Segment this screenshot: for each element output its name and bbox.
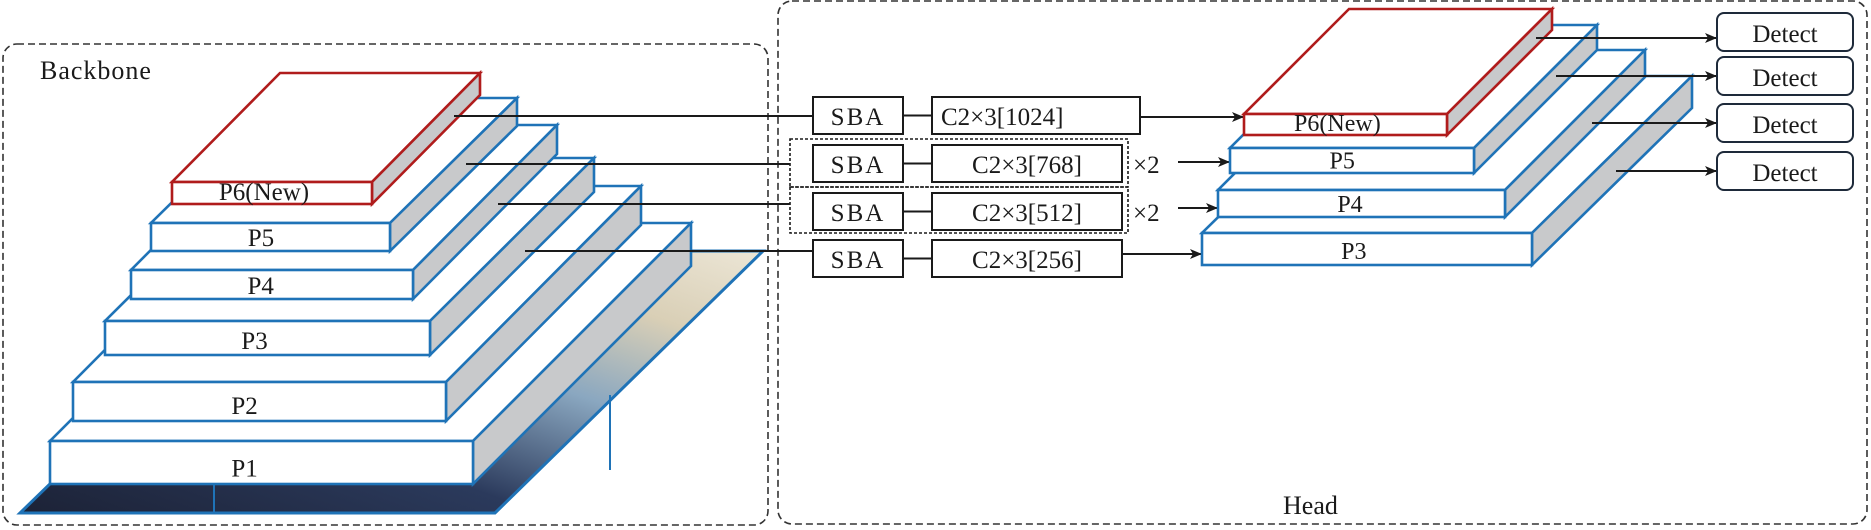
backbone-layers: P1 P2 P3 P4 P5 P6(New) xyxy=(46,69,695,488)
sba-label: SBA xyxy=(831,152,886,179)
head-label: Head xyxy=(1283,491,1338,520)
detect-box xyxy=(1716,56,1854,96)
sba-block xyxy=(812,144,904,183)
neck-row-c2-3-768: SBA C2×3[768] ×2 xyxy=(812,144,1160,183)
backbone-layer-p6-new: P6(New) xyxy=(168,69,484,208)
layer-front-face xyxy=(1242,112,1449,137)
c2-block xyxy=(931,239,1123,278)
c2-block-label: C2×3[1024] xyxy=(941,104,1063,131)
repeat-label: ×2 xyxy=(1133,152,1160,179)
detect-box xyxy=(1716,151,1854,191)
layer-label: P2 xyxy=(231,393,257,420)
layer-front-face xyxy=(71,380,448,423)
c2-block xyxy=(931,96,1141,135)
c2-block-label: C2×3[768] xyxy=(972,152,1082,179)
layer-label: P6(New) xyxy=(1294,111,1381,137)
sba-label: SBA xyxy=(831,200,886,227)
layer-label: P6(New) xyxy=(219,179,309,206)
c2-block xyxy=(931,144,1123,183)
sba-label: SBA xyxy=(831,247,886,274)
detect-head-2: Detect xyxy=(1716,56,1854,96)
layer-label: P3 xyxy=(241,328,267,355)
detect-label: Detect xyxy=(1752,160,1817,187)
detect-head-3: Detect xyxy=(1716,103,1854,143)
c2-block-label: C2×3[256] xyxy=(972,247,1082,274)
neck-row-c2-3-1024: SBA C2×3[1024] xyxy=(812,96,1141,135)
detect-head-1: Detect xyxy=(1716,12,1854,52)
layer-label: P3 xyxy=(1341,239,1366,265)
backbone-section-box xyxy=(2,43,769,526)
layer-front-face xyxy=(48,439,475,486)
layer-label: P5 xyxy=(1330,149,1355,175)
neck-row-c2-3-512: SBA C2×3[512] ×2 xyxy=(812,192,1160,231)
layer-label: P1 xyxy=(231,455,257,482)
detect-arrows xyxy=(1536,33,1717,176)
detect-box xyxy=(1716,12,1854,52)
detect-label: Detect xyxy=(1752,112,1817,139)
layer-label: P4 xyxy=(1337,192,1362,218)
detect-label: Detect xyxy=(1752,21,1817,48)
neck-arrows xyxy=(1122,112,1244,259)
c2-block-label: C2×3[512] xyxy=(972,200,1082,227)
layer-front-face xyxy=(149,221,392,253)
head-layers: P3 P4 P5 P6(New) xyxy=(1198,5,1696,269)
repeat-label: ×2 xyxy=(1133,200,1160,227)
sba-block xyxy=(812,96,904,135)
detect-head-4: Detect xyxy=(1716,151,1854,191)
layer-label: P5 xyxy=(248,225,274,252)
c2-block xyxy=(931,192,1123,231)
layer-front-face xyxy=(103,319,432,357)
layer-front-face xyxy=(1216,188,1507,219)
layer-label: P4 xyxy=(248,273,275,300)
head-layer-p6-new: P6(New) xyxy=(1240,5,1556,139)
layer-front-face xyxy=(1200,231,1534,267)
repeat-group-512 xyxy=(789,186,1129,234)
sba-label: SBA xyxy=(831,104,886,131)
head-section-box xyxy=(777,0,1868,525)
layer-front-face xyxy=(1228,146,1476,175)
layer-front-face xyxy=(129,268,415,301)
detect-box xyxy=(1716,103,1854,143)
layer-front-face xyxy=(170,180,374,206)
repeat-group-768 xyxy=(789,138,1129,188)
backbone-connectors xyxy=(454,115,813,252)
backbone-label: Backbone xyxy=(40,56,152,85)
neck-row-c2-3-256: SBA C2×3[256] xyxy=(812,239,1123,278)
detect-label: Detect xyxy=(1752,65,1817,92)
